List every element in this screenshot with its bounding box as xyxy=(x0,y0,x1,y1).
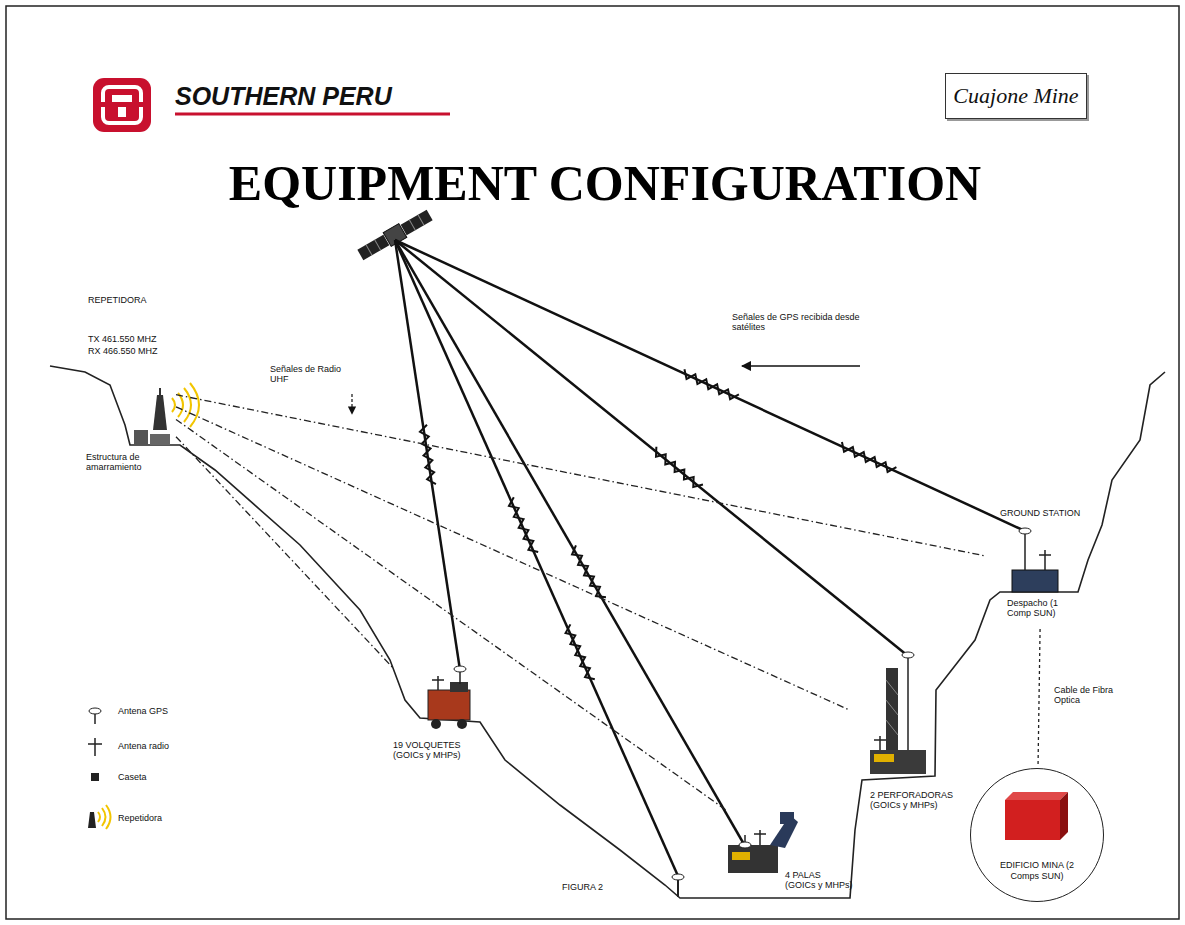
signal-bolt xyxy=(656,447,703,487)
signal-bolt xyxy=(572,545,606,597)
gps-signal-lines xyxy=(395,240,1025,876)
truck xyxy=(428,666,470,729)
pit-profile xyxy=(50,366,1165,898)
page-frame xyxy=(6,6,1179,919)
gps-direction-arrow xyxy=(742,365,860,367)
node-text: 2 PERFORADORAS (GOICs y MHPs) xyxy=(870,790,968,811)
fiber-cable xyxy=(1038,629,1040,767)
radio-link xyxy=(176,395,984,556)
legend-text: Antena radio xyxy=(118,741,169,751)
node-text: Cuajone Mine xyxy=(953,83,1078,108)
node-text: 4 PALAS (GOICs y MHPs) xyxy=(785,870,853,891)
radio-link xyxy=(176,437,392,667)
building-circle: EDIFICIO MINA (2 Comps SUN) xyxy=(970,768,1104,902)
shovel xyxy=(672,812,798,897)
uhf-direction-arrow xyxy=(351,394,352,414)
truck-group: 19 VOLQUETES (GOICs y MHPs) xyxy=(385,668,495,768)
company-name: SOUTHERN PERU xyxy=(175,84,392,109)
shovel-group: 4 PALAS (GOICs y MHPs) xyxy=(720,812,856,896)
radio-link xyxy=(176,407,849,710)
ground-station: GROUND STATION Despacho (1 Comp SUN) xyxy=(985,506,1097,628)
signal-bolt xyxy=(566,624,595,679)
page-title: EQUIPMENT CONFIGURATION xyxy=(229,158,981,208)
signal-bolt xyxy=(684,369,738,399)
node-text: Estructura de amarramiento xyxy=(86,452,161,473)
node-text: EDIFICIO MINA (2 Comps SUN) xyxy=(991,860,1083,881)
repeater-group: REPETIDORA TX 461.550 MHZ RX 466.550 MHZ Es… xyxy=(80,290,175,480)
connector-label: Cable de Fibra Optica xyxy=(1053,684,1117,707)
company-logo xyxy=(93,78,151,132)
figure-number: FIGURA 2 xyxy=(562,882,603,892)
legend-text: Caseta xyxy=(118,772,147,782)
radio-link xyxy=(176,419,727,811)
server-box xyxy=(1005,792,1068,840)
legend-symbols xyxy=(88,708,111,829)
node-text: GROUND STATION xyxy=(1000,508,1080,518)
title-box: Cuajone Mine xyxy=(945,73,1087,119)
signal-bolt xyxy=(509,497,538,552)
brand-underline xyxy=(175,113,450,116)
drill-rig xyxy=(870,652,926,774)
ground-station-hut xyxy=(1012,528,1058,592)
signal-bolts xyxy=(420,369,896,679)
node-text: RX 466.550 MHZ xyxy=(88,346,158,356)
signal-note: Señales de Radio UHF xyxy=(270,364,342,385)
signal-bolt xyxy=(420,425,436,484)
legend-text: Antena GPS xyxy=(118,706,168,716)
node-text: 19 VOLQUETES (GOICs y MHPs) xyxy=(393,740,483,761)
signal-note: Señales de GPS recibida desde satélites xyxy=(732,312,860,333)
node-text: REPETIDORA xyxy=(88,295,147,305)
node-text: TX 461.550 MHZ xyxy=(88,334,157,344)
legend-text: Repetidora xyxy=(118,813,162,823)
drill-group: 2 PERFORADORAS (GOICs y MHPs) xyxy=(850,650,971,825)
node-text: Despacho (1 Comp SUN) xyxy=(1007,598,1079,619)
signal-bolt xyxy=(842,442,896,472)
repeater-station xyxy=(134,383,199,445)
